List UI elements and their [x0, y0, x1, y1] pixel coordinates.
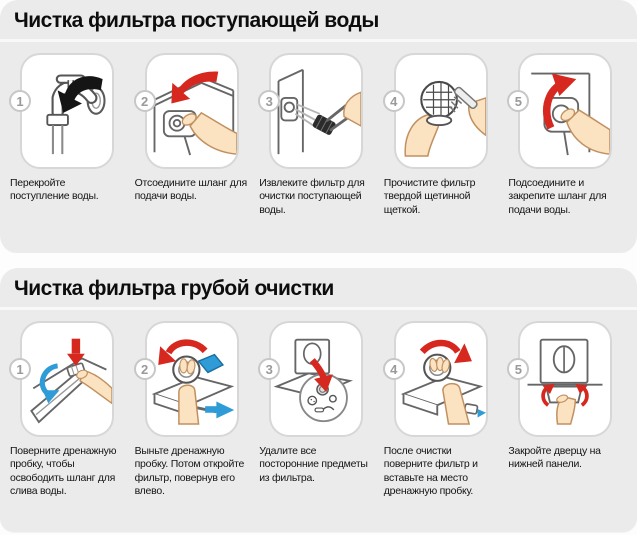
step-illustration-card [393, 321, 488, 437]
title-divider [0, 39, 637, 42]
step-4-inlet: 4 Прочистите фильтр твердой [382, 53, 507, 217]
section-gap [0, 253, 637, 268]
reinsert-filter-icon [400, 339, 486, 425]
step-illustration-card [269, 321, 364, 437]
step-number-badge: 5 [507, 90, 530, 112]
step-2-coarse: 2 [133, 321, 258, 499]
step-number-badge: 5 [507, 358, 530, 380]
step-number-badge: 4 [382, 90, 405, 112]
step-illustration-card [20, 321, 114, 437]
step-caption: Извлеките фильтр для очистки поступающей… [259, 177, 365, 216]
step-caption: Удалите все посторонние предметы из филь… [259, 445, 368, 484]
steps-row-inlet: 1 Пе [0, 42, 637, 217]
reconnect-hose-icon [531, 72, 611, 156]
step-2-inlet: 2 [133, 53, 258, 217]
section-title: Чистка фильтра грубой очистки [14, 277, 334, 300]
step-number-badge: 2 [133, 358, 156, 380]
step-number-badge: 4 [382, 358, 405, 380]
step-caption: Прочистите фильтр твердой щетинной щетко… [383, 177, 476, 216]
section-inlet-filter: Чистка фильтра поступающей воды 1 [0, 0, 637, 253]
step-3-inlet: 3 [257, 53, 382, 217]
step-illustration-card [518, 321, 613, 437]
step-illustration-card [144, 53, 239, 169]
close-panel-door-icon [527, 338, 603, 425]
section-title: Чистка фильтра поступающей воды [14, 9, 379, 32]
section-coarse-filter: Чистка фильтра грубой очистки 1 [0, 268, 637, 532]
step-caption: После очистки поверните фильтр и вставьт… [383, 445, 478, 498]
title-divider [0, 307, 637, 310]
step-illustration-card [518, 53, 613, 169]
step-caption: Выньте дренажную пробку. Потом откройте … [134, 445, 245, 498]
step-caption: Отсоедините шланг для подачи воды. [134, 177, 248, 203]
brush-filter-icon [404, 80, 486, 157]
step-caption: Закройте дверцу на нижней панели. [508, 445, 601, 471]
extract-inlet-filter-icon [277, 68, 362, 155]
open-filter-icon [151, 339, 234, 425]
step-1-coarse: 1 [8, 321, 133, 499]
step-illustration-card [144, 321, 239, 437]
steps-row-coarse: 1 [0, 310, 637, 499]
step-5-coarse: 5 За [506, 321, 631, 499]
step-caption: Перекройте поступление воды. [10, 177, 99, 203]
disconnect-inlet-hose-icon [153, 71, 237, 156]
step-caption: Подсоедините и закрепите шланг для подач… [508, 177, 607, 216]
step-illustration-card [269, 53, 364, 169]
step-3-coarse: 3 [257, 321, 382, 499]
step-number-badge: 1 [9, 358, 31, 380]
step-number-badge: 2 [133, 90, 156, 112]
tap-close-icon [46, 74, 106, 155]
step-number-badge: 3 [258, 358, 281, 380]
step-5-inlet: 5 Подсоед [506, 53, 631, 217]
turn-drain-plug-icon [30, 338, 112, 424]
step-number-badge: 1 [9, 90, 31, 112]
step-caption: Поверните дренажную пробку, чтобы освобо… [10, 445, 117, 498]
step-illustration-card [393, 53, 488, 169]
step-illustration-card [20, 53, 114, 169]
step-4-coarse: 4 [382, 321, 507, 499]
step-number-badge: 3 [258, 90, 281, 112]
step-1-inlet: 1 Пе [8, 53, 133, 217]
remove-debris-icon [273, 338, 354, 423]
